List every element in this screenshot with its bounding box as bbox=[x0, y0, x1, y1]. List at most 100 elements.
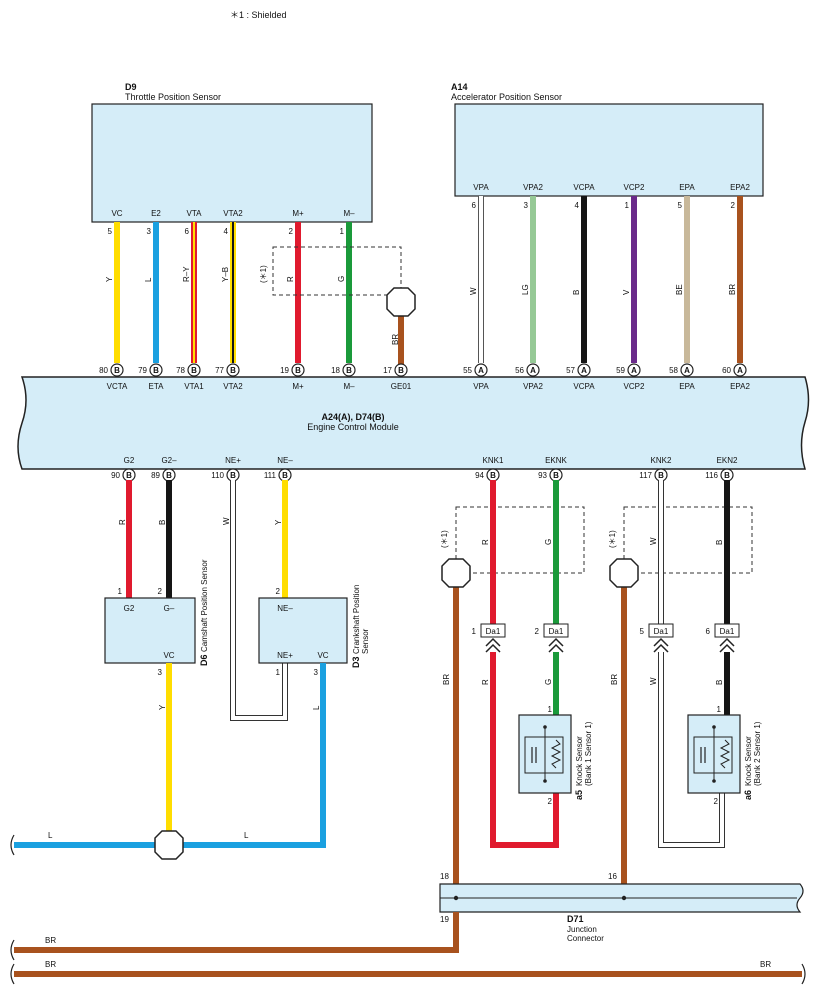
a6-code: a6 bbox=[743, 790, 753, 800]
br-bus-upper-break bbox=[10, 939, 15, 961]
d9-wire-color-4: R bbox=[286, 276, 295, 282]
ecm-top-pin-num-0: 80 bbox=[99, 366, 108, 375]
da1-label-6: Da1 bbox=[720, 627, 735, 636]
d9-wire-color-2: R–Y bbox=[182, 266, 191, 282]
ecm-top-conn-1-circle bbox=[149, 363, 163, 377]
a14-pin-5: EPA2 bbox=[730, 183, 750, 192]
da1-label-1: Da1 bbox=[486, 627, 501, 636]
ecm-bottom-conn-6-letter: B bbox=[658, 471, 664, 480]
d71-name-1: Junction bbox=[567, 925, 597, 934]
a14-pin-num-0: 6 bbox=[472, 201, 477, 210]
knock1-shield-octagon bbox=[441, 558, 471, 588]
da1-connector-pin6 bbox=[714, 623, 740, 638]
d6-code: D6 bbox=[199, 654, 209, 666]
knock2-shield-octagon bbox=[609, 558, 639, 588]
d6-pin-g2: G2 bbox=[124, 604, 135, 613]
ekn2-lower-color: B bbox=[715, 680, 724, 685]
a14-wire-color-2: B bbox=[572, 290, 581, 295]
ecm-bottom-pin-num-2: 110 bbox=[211, 471, 224, 480]
shield-box-knock2 bbox=[623, 506, 753, 574]
ecm-top-pin-num-12: 60 bbox=[722, 366, 731, 375]
eknk-lower-color: G bbox=[544, 679, 553, 685]
ecm-top-conn-2-circle bbox=[187, 363, 201, 377]
ecm-top-pin-num-2: 78 bbox=[176, 366, 185, 375]
a14-pin-num-5: 2 bbox=[731, 201, 736, 210]
d6-pin-gminus: G– bbox=[164, 604, 175, 613]
ecm-bottom-conn-7-letter: B bbox=[724, 471, 730, 480]
throttle-position-sensor-box bbox=[91, 103, 373, 223]
ecm-bottom-pin-name-5: EKNK bbox=[545, 456, 567, 465]
shield-label-knock2: (＊1) bbox=[608, 530, 617, 548]
ecm-top-pin-num-10: 59 bbox=[616, 366, 625, 375]
a14-pin-4: EPA bbox=[679, 183, 695, 192]
d71-code: D71 bbox=[567, 914, 584, 924]
d6-pin1-num: 1 bbox=[118, 587, 123, 596]
d9-pin-num-5: 1 bbox=[340, 227, 345, 236]
br-bus-lower-break-left bbox=[10, 963, 15, 985]
l-bus-label-right: L bbox=[244, 831, 249, 840]
da1-pin5-num: 5 bbox=[640, 627, 645, 636]
a14-wire-color-1: LG bbox=[521, 284, 530, 295]
ecm-top-pin-num-8: 56 bbox=[515, 366, 524, 375]
knk2-wire-lower bbox=[659, 652, 724, 847]
d6-vc-pin-num: 3 bbox=[158, 668, 163, 677]
d9-pin-0: VC bbox=[111, 209, 122, 218]
ecm-top-conn-0-letter: B bbox=[114, 366, 120, 375]
ecm-bottom-pin-name-2: NE+ bbox=[225, 456, 241, 465]
a14-wire-color-0: W bbox=[469, 287, 478, 295]
ecm-top-conn-0-circle bbox=[110, 363, 124, 377]
shielded-note: ＊1 : Shielded bbox=[230, 10, 287, 20]
d9-name: Throttle Position Sensor bbox=[125, 92, 221, 102]
ecm-top-conn-8-circle bbox=[526, 363, 540, 377]
knock1-shield-color: BR bbox=[442, 674, 451, 685]
a5-name-2: (Bank 1 Sensor 1) bbox=[584, 721, 593, 786]
d71-pin18: 18 bbox=[440, 872, 449, 881]
d9-wire-color-1: L bbox=[144, 277, 153, 282]
ecm-top-pin-num-11: 58 bbox=[669, 366, 678, 375]
ecm-top-conn-9-circle bbox=[577, 363, 591, 377]
ecm-top-conn-10-circle bbox=[627, 363, 641, 377]
ecm-top-pin-name-4: M+ bbox=[292, 382, 304, 391]
g2-wire-color: R bbox=[118, 519, 127, 525]
ecm-top-pin-num-6: 17 bbox=[383, 366, 392, 375]
d3-code: D3 bbox=[351, 656, 361, 668]
d9-pin-num-0: 5 bbox=[108, 227, 113, 236]
br-bus-lower-break-right bbox=[801, 963, 806, 985]
ne-plus-wire-color: W bbox=[222, 517, 231, 525]
ecm-bottom-conn-4-letter: B bbox=[490, 471, 496, 480]
d9-code: D9 bbox=[125, 82, 137, 92]
ecm-top-conn-11-letter: A bbox=[684, 366, 690, 375]
d9-wire-color-3: Y–B bbox=[221, 267, 230, 282]
ecm-top-conn-2-letter: B bbox=[191, 366, 197, 375]
ne-minus-wire-color: Y bbox=[274, 519, 283, 525]
ecm-code: A24(A), D74(B) bbox=[321, 412, 384, 422]
d3-name-2: Sensor bbox=[361, 628, 370, 654]
d6-pin-vc: VC bbox=[163, 651, 174, 660]
ecm-bottom-conn-1-letter: B bbox=[166, 471, 172, 480]
da1-pin6-num: 6 bbox=[706, 627, 711, 636]
g2-minus-wire-color: B bbox=[158, 520, 167, 525]
br-bus-upper bbox=[14, 912, 459, 953]
shield-box-knock1 bbox=[455, 506, 585, 574]
a14-wire-color-5: BR bbox=[728, 284, 737, 295]
d6-vc-wire-color: Y bbox=[158, 704, 167, 710]
ecm-bottom-pin-num-0: 90 bbox=[111, 471, 120, 480]
ecm-top-conn-6-letter: B bbox=[398, 366, 404, 375]
ecm-top-pin-name-6: GE01 bbox=[391, 382, 412, 391]
shield-label-knock1: (＊1) bbox=[440, 530, 449, 548]
knock-sensor-bank2-symbol bbox=[693, 725, 733, 783]
a14-pin-num-1: 3 bbox=[524, 201, 529, 210]
ecm-bottom-conn-3-letter: B bbox=[282, 471, 288, 480]
ecm-top-pin-name-2: VTA1 bbox=[184, 382, 204, 391]
ne-plus-wire bbox=[231, 480, 287, 720]
crankshaft-position-sensor-box bbox=[258, 597, 348, 664]
a14-wire-color-4: BE bbox=[675, 284, 684, 295]
ecm-top-pin-name-1: ETA bbox=[149, 382, 165, 391]
d3-pin-vc: VC bbox=[317, 651, 328, 660]
d71-pin16: 16 bbox=[608, 872, 617, 881]
d9-pin-1: E2 bbox=[151, 209, 161, 218]
eknk-wire-color: G bbox=[544, 539, 553, 545]
ecm-top-pin-name-12: EPA2 bbox=[730, 382, 750, 391]
